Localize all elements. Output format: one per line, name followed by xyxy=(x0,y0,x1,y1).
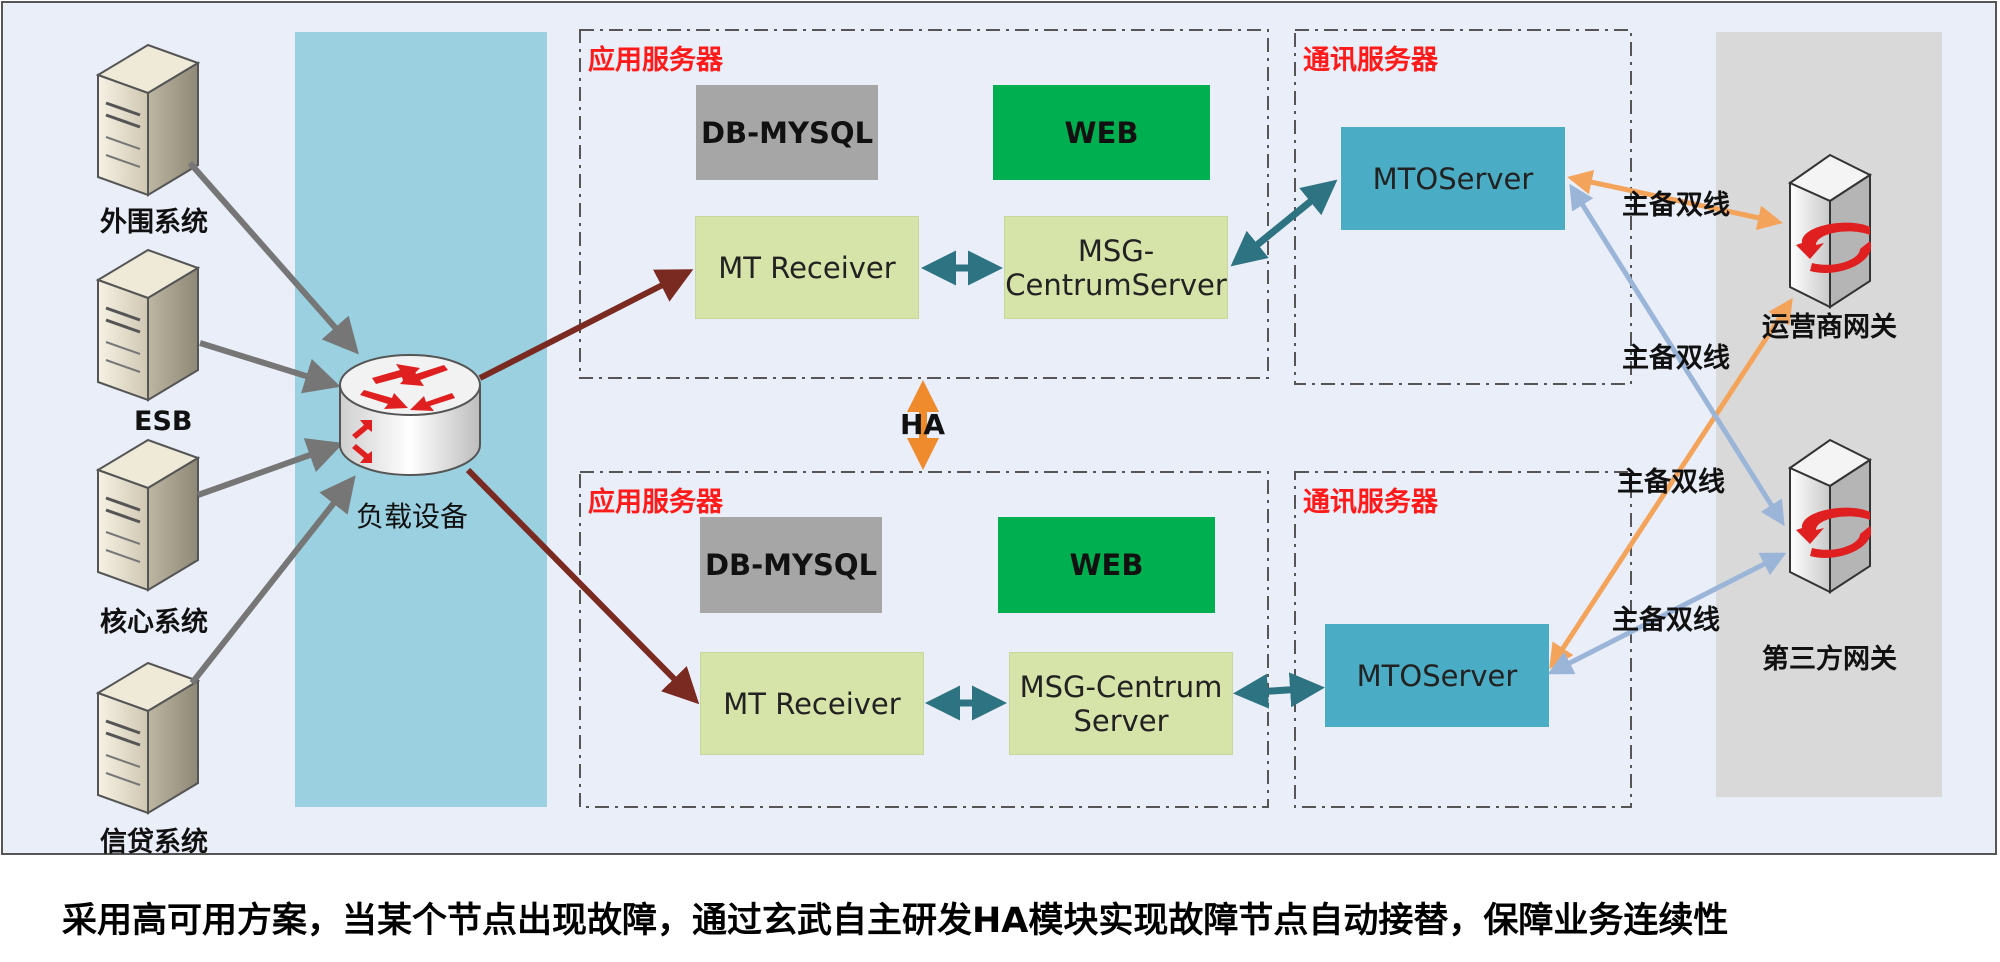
web-box-bottom: WEB xyxy=(998,517,1215,613)
gateway-label-carrier: 运营商网关 xyxy=(1762,312,1897,343)
app-server-label-bottom: 应用服务器 xyxy=(588,487,723,518)
db-mysql-box-bottom: DB-MYSQL xyxy=(700,517,882,613)
server-icon-credit xyxy=(95,661,201,815)
comm-server-label-bottom: 通讯服务器 xyxy=(1303,487,1438,518)
server-icon-core xyxy=(95,438,201,592)
server-icon-peripheral xyxy=(95,43,201,197)
dual-line-mto-top-to-thirdparty xyxy=(1569,183,1785,527)
msg-centrum-bottom-line1: MSG-Centrum xyxy=(1019,669,1223,704)
arrow-lb-to-receiver-top xyxy=(478,269,694,381)
msg-centrum-top-line1: MSG- xyxy=(1077,233,1155,268)
arrow-credit-to-lb xyxy=(189,475,356,685)
ha-label: HA xyxy=(900,408,946,441)
arrow-esb-to-lb xyxy=(199,340,341,394)
system-label-core: 核心系统 xyxy=(100,607,208,638)
dual-line-mto-bottom-to-thirdparty xyxy=(1547,552,1787,675)
db-mysql-box-top: DB-MYSQL xyxy=(696,85,878,180)
caption-text: 采用高可用方案，当某个节点出现故障，通过玄武自主研发HA模块实现故障节点自动接替… xyxy=(62,901,1729,941)
mt-receiver-box-bottom: MT Receiver xyxy=(700,652,924,755)
comm-server-label-top: 通讯服务器 xyxy=(1303,45,1438,76)
msg-centrum-bottom-line2: Server xyxy=(1073,703,1169,738)
mto-server-box-bottom: MTOServer xyxy=(1325,624,1549,727)
arrow-peripheral-to-lb xyxy=(187,161,359,355)
msg-centrum-top-line2: CentrumServer xyxy=(1005,267,1227,302)
arrow-msg-mto-top xyxy=(1230,179,1338,267)
dual-line-label-2: 主备双线 xyxy=(1622,343,1730,374)
arrow-lb-to-receiver-bottom xyxy=(465,467,700,705)
mt-receiver-box-top: MT Receiver xyxy=(695,216,919,319)
gateway-column xyxy=(1716,32,1942,797)
msg-centrum-box-top: MSG- CentrumServer xyxy=(1004,216,1228,319)
router-icon xyxy=(339,354,481,476)
system-label-esb: ESB xyxy=(134,406,193,437)
server-icon-esb xyxy=(95,248,201,402)
system-label-credit: 信贷系统 xyxy=(100,827,208,858)
gateway-label-thirdparty: 第三方网关 xyxy=(1762,644,1897,675)
gateway-icon-carrier xyxy=(1787,153,1873,309)
dual-line-label-1: 主备双线 xyxy=(1622,190,1730,221)
load-balancer-label: 负载设备 xyxy=(356,500,469,533)
arrow-msg-mto-bottom xyxy=(1233,672,1325,709)
app-server-label-top: 应用服务器 xyxy=(588,45,723,76)
arrow-core-to-lb xyxy=(196,438,344,498)
msg-centrum-box-bottom: MSG-Centrum Server xyxy=(1009,652,1233,755)
mto-server-box-top: MTOServer xyxy=(1341,127,1565,230)
dual-line-label-3: 主备双线 xyxy=(1617,467,1725,498)
web-box-top: WEB xyxy=(993,85,1210,180)
dual-line-label-4: 主备双线 xyxy=(1612,605,1720,636)
system-label-peripheral: 外围系统 xyxy=(100,207,208,238)
app-server-frame-bottom xyxy=(579,471,1269,808)
gateway-icon-thirdparty xyxy=(1787,438,1873,594)
